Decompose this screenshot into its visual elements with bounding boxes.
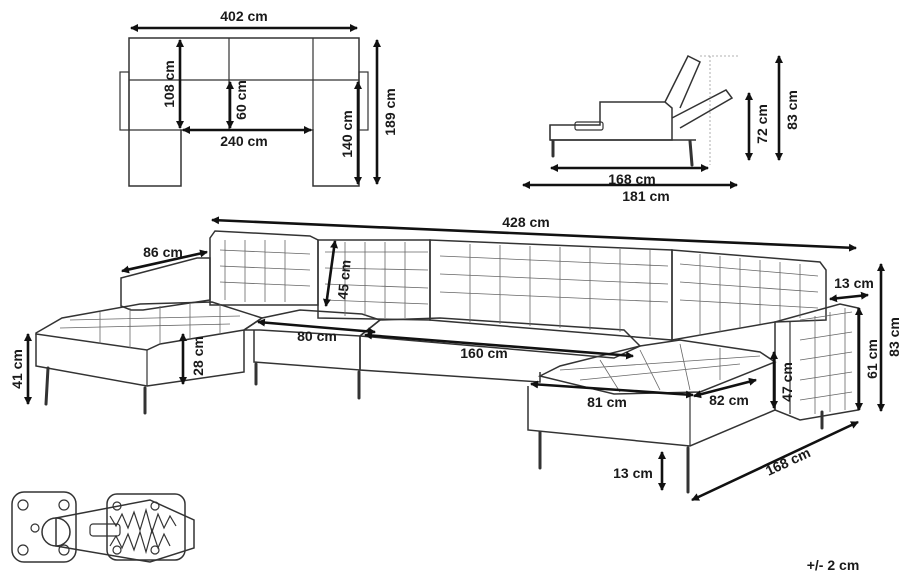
dim-13-leg-label: 13 cm — [613, 465, 653, 481]
dim-81-line — [530, 380, 694, 399]
sofa-outline — [35, 230, 859, 494]
dim-82-label: 82 cm — [709, 392, 749, 408]
dim-240-label: 240 cm — [220, 133, 267, 149]
dim-72-label: 72 cm — [754, 104, 770, 144]
dim-402-label: 402 cm — [220, 8, 267, 24]
dim-181-label: 181 cm — [622, 188, 669, 204]
dim-86-line — [121, 249, 208, 274]
dim-108-label: 108 cm — [161, 60, 177, 107]
top-view: 402 cm 108 cm 60 cm 240 cm 140 cm 189 cm — [119, 8, 398, 187]
dim-41-label: 41 cm — [9, 349, 25, 389]
dim-80-line — [257, 318, 376, 336]
mechanism-detail — [11, 491, 195, 563]
side-view: 168 cm 181 cm 72 cm 83 cm — [522, 54, 800, 204]
dim-140-label: 140 cm — [339, 110, 355, 157]
dim-47-label: 47 cm — [779, 362, 795, 402]
dim-83-side-label: 83 cm — [784, 90, 800, 130]
dim-13-arm-label: 13 cm — [834, 275, 874, 291]
dim-86-label: 86 cm — [143, 244, 183, 260]
dim-189-label: 189 cm — [382, 88, 398, 135]
tolerance-note: +/- 2 cm — [807, 557, 860, 573]
dim-28-label: 28 cm — [190, 336, 206, 376]
dim-428-label: 428 cm — [502, 214, 549, 230]
dim-160-line — [364, 331, 634, 360]
dim-61-label: 61 cm — [864, 339, 880, 379]
dim-83-main-label: 83 cm — [886, 317, 902, 357]
dim-45-label: 45 cm — [334, 259, 353, 300]
dim-168-main-line — [691, 420, 859, 502]
dim-81-label: 81 cm — [587, 394, 627, 410]
dim-168-main-label: 168 cm — [763, 444, 813, 479]
side-view-outline — [549, 54, 740, 167]
dim-160-label: 160 cm — [460, 345, 507, 361]
main-view: 428 cm 86 cm 45 cm 13 cm 83 cm 61 cm 47 … — [9, 214, 902, 502]
dim-60-label: 60 cm — [233, 80, 249, 120]
dim-13-arm-line — [829, 291, 869, 303]
dim-82-line — [693, 377, 757, 399]
dim-45-line — [322, 240, 339, 307]
dim-428-line — [211, 216, 857, 252]
dim-80-label: 80 cm — [297, 328, 337, 344]
